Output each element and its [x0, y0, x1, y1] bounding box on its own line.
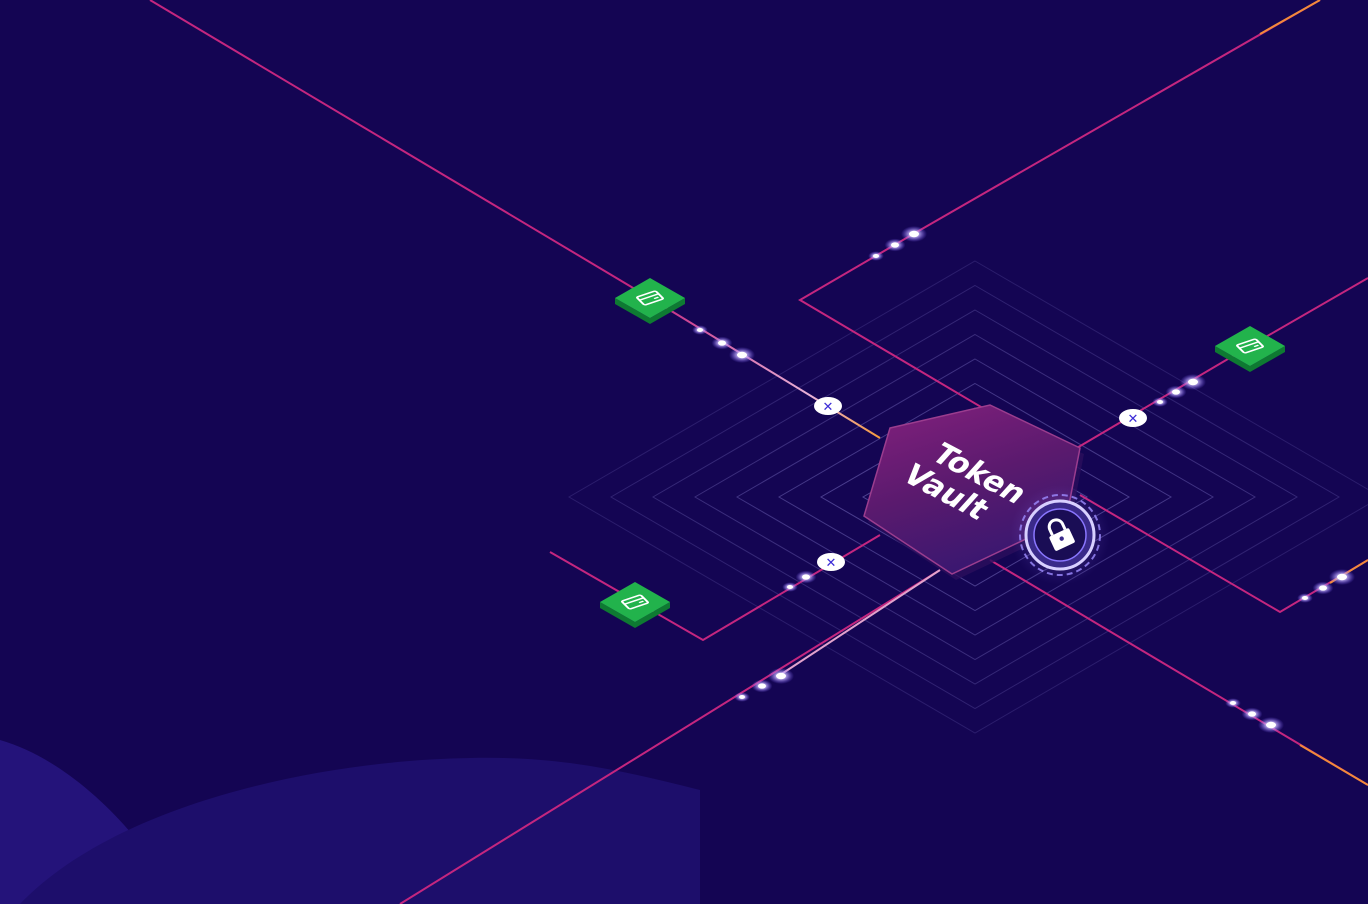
diamond-ring: [736, 358, 1214, 636]
line-bottom-left: [399, 569, 941, 904]
card-tile-top: [1215, 326, 1285, 366]
x-node-body: [817, 553, 845, 571]
glow-dot: [1172, 389, 1180, 395]
diamond-ring: [568, 260, 1368, 734]
glow-dot: [739, 695, 745, 699]
card-tile-side: [600, 602, 670, 628]
line-bottom-right-accent: [1299, 744, 1368, 786]
x-icon: ✕: [1128, 412, 1139, 427]
glow-dot: [1230, 701, 1236, 705]
x-node-body: [1119, 409, 1147, 427]
line-bottom-left-inner: [779, 569, 941, 676]
diamond-ring: [610, 284, 1340, 710]
x-node: ✕: [1119, 409, 1147, 427]
lock-ring-outer: [1019, 494, 1101, 576]
token-vault: Token Vault: [863, 404, 1110, 585]
glow-dot: [909, 230, 919, 238]
line-right-card: [1249, 277, 1368, 347]
glow-dot: [718, 340, 726, 346]
diamond-ring: [778, 382, 1172, 612]
line-top-left: [149, 0, 651, 299]
glow-dot: [1266, 721, 1276, 729]
card-icon: [621, 594, 649, 610]
glow-dot: [873, 254, 879, 258]
glow-dot: [1302, 596, 1308, 600]
card-tile-side: [1215, 346, 1285, 372]
card-tile-top: [615, 278, 685, 318]
diamond-ring: [652, 309, 1298, 685]
glow-dot: [776, 672, 786, 680]
glow-dot: [697, 328, 703, 332]
background-wave: [20, 757, 700, 904]
glow-dot: [737, 351, 747, 359]
glow-dot: [802, 574, 810, 580]
glow-dot: [891, 242, 899, 248]
card-tile-side: [615, 298, 685, 324]
glow-dot: [1157, 400, 1163, 404]
card-tile-top: [600, 582, 670, 622]
card-icon: [636, 290, 664, 306]
x-icon: ✕: [823, 400, 834, 415]
glow-dot: [1319, 585, 1327, 591]
connector-lines: [149, 0, 1368, 904]
glow-dot: [1188, 378, 1198, 386]
glow-dot: [1248, 711, 1256, 717]
padlock-icon: [1047, 518, 1075, 551]
x-node-body: [814, 397, 842, 415]
card-icon: [1236, 338, 1264, 354]
x-node: ✕: [814, 397, 842, 415]
x-node: ✕: [817, 553, 845, 571]
x-icon: ✕: [826, 556, 837, 571]
card-tile: [600, 582, 670, 628]
glow-dots: [692, 226, 1355, 733]
card-tile: [615, 278, 685, 324]
line-top-left-inner: [649, 297, 881, 439]
background-waves: [0, 740, 700, 904]
glow-dot: [1337, 573, 1347, 581]
line-left-lower: [549, 534, 881, 642]
line-top-right: [914, 0, 1321, 234]
card-tile: [1215, 326, 1285, 372]
glow-dot: [787, 585, 793, 589]
lock-badge: [1010, 485, 1110, 585]
line-top-right-accent: [1259, 0, 1321, 35]
diamond-ring: [694, 333, 1256, 661]
line-right-lower: [1079, 494, 1368, 614]
glow-dot: [758, 683, 766, 689]
